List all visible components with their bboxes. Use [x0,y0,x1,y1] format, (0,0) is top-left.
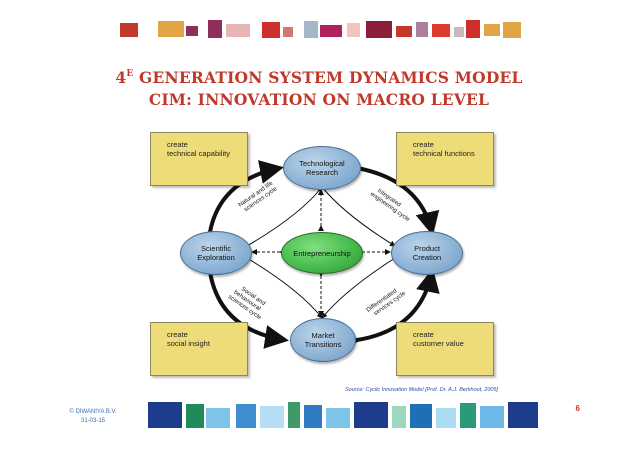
cycle-label-bottom-right: Differentiated services cycle [366,285,408,320]
page-number: 6 [575,404,580,413]
page-title-line2: CIM: INNOVATION ON MACRO LEVEL [148,90,490,109]
source-citation: Source: Cyclic Innovation Model [Prof. D… [345,387,499,393]
page-title-line1: 4E GENERATION SYSTEM DYNAMICS MODEL [115,68,523,87]
top-color-bars [0,18,638,40]
link-right-bottom [321,257,396,319]
arc-top-right [335,152,440,236]
link-left-bottom [246,257,323,319]
arc-bottom-right [335,268,440,355]
link-top-right [321,186,396,247]
arc-bottom-left [194,250,289,349]
bottom-color-bars [0,402,638,432]
arc-top-left [194,160,284,254]
footer-company: © DIWANIYA B.V. 31-03-15 [69,409,117,424]
link-left-top [246,186,323,247]
node-entrepreneurship: Entrepreneurship [281,232,363,274]
